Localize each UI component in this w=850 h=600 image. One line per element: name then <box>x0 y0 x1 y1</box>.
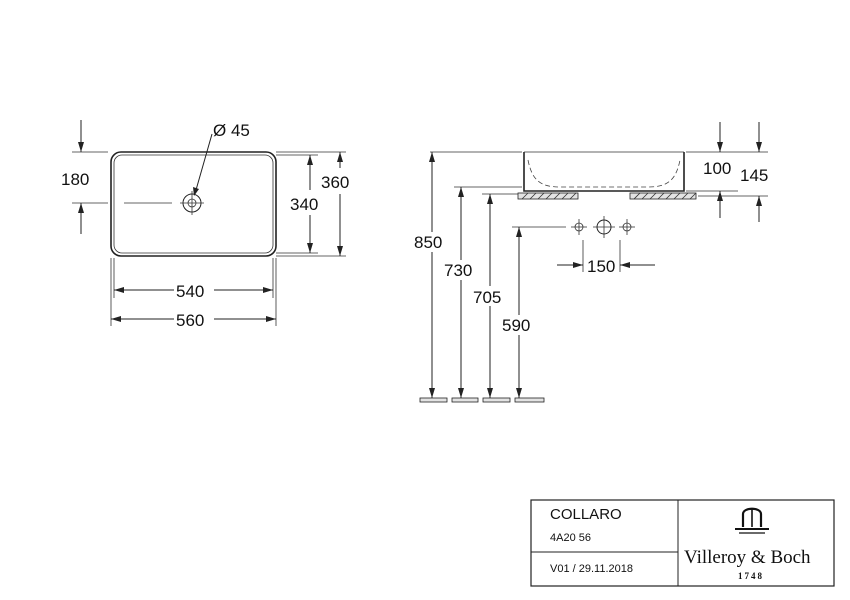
dim-150-label: 150 <box>587 257 615 276</box>
basin-profile <box>523 152 685 192</box>
tap-holes <box>571 216 635 238</box>
brand-year: 1748 <box>738 571 764 581</box>
basin-outline <box>110 151 277 257</box>
floor-line <box>419 397 545 403</box>
dim-540-label: 540 <box>176 282 204 301</box>
title-block: COLLARO 4A20 56 V01 / 29.11.2018 Villero… <box>530 499 835 587</box>
article-number: 4A20 56 <box>550 532 591 544</box>
dim-590-label: 590 <box>502 316 530 335</box>
dim-145-label: 145 <box>740 166 768 185</box>
basin-inner-outline <box>113 154 274 254</box>
dim-100-label: 100 <box>703 159 731 178</box>
countertop-left <box>517 192 579 200</box>
version-date: V01 / 29.11.2018 <box>550 563 633 575</box>
dim-180-label: 180 <box>61 170 89 189</box>
top-view: Ø 45 180 540 560 340 <box>61 120 349 330</box>
drain-diameter-label: Ø 45 <box>213 121 250 140</box>
villeroy-boch-logo: Villeroy & Boch 1748 <box>684 507 811 581</box>
dim-850-label: 850 <box>414 233 442 252</box>
countertop-right <box>629 192 697 200</box>
dim-340-label: 340 <box>290 195 318 214</box>
dim-560-label: 560 <box>176 311 204 330</box>
drain-symbol <box>180 191 204 215</box>
dim-360-label: 360 <box>321 173 349 192</box>
dim-730-label: 730 <box>444 261 472 280</box>
side-view: 100 145 150 <box>414 122 768 403</box>
brand-name: Villeroy & Boch <box>684 547 811 568</box>
dim-705-label: 705 <box>473 288 501 307</box>
product-name: COLLARO <box>550 506 622 523</box>
